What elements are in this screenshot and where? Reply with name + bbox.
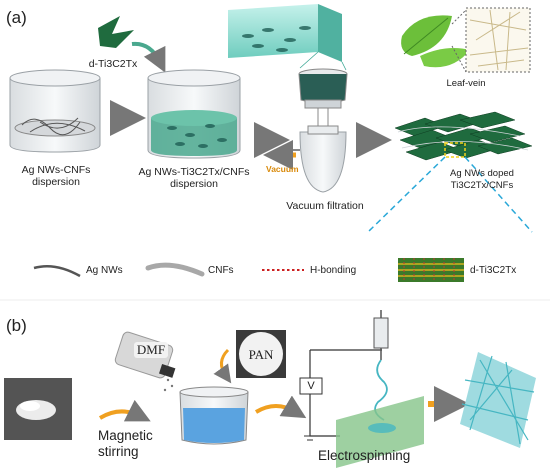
legend-hbond-label: H-bonding [310, 265, 357, 276]
legend-agnws-symbol [33, 265, 81, 278]
fiber-mat [460, 352, 536, 448]
electrospinning-label: Electrospinning [318, 448, 411, 463]
beaker2-label: Ag NWs-Ti3C2Tx/CNFs dispersion [138, 166, 250, 190]
voltage-label: V [307, 380, 315, 392]
legend-mxene-symbol [398, 258, 464, 282]
solution-beaker [179, 386, 249, 445]
stirring-arrow-in [98, 399, 151, 422]
film-label: Ag NWs doped Ti3C2Tx/CNFs [450, 168, 514, 191]
dmf-label: DMF [134, 342, 168, 358]
magnetic-stirring-label: Magnetic stirring [98, 428, 153, 459]
dti-flake-label: d-Ti3C2Tx [88, 58, 138, 70]
beaker-agnws-ti3c2tx-cnfs [147, 69, 241, 159]
dmf-bottle [114, 331, 176, 392]
stirring-arrow-out [254, 395, 307, 419]
legend [33, 258, 464, 282]
panel-b-label: (b) [6, 316, 27, 335]
pan-dish [236, 330, 286, 378]
filtration-label: Vacuum filtration [286, 200, 364, 212]
legend-agnws-label: Ag NWs [86, 265, 123, 276]
pan-powder-photo [4, 378, 72, 440]
legend-cnfs-label: CNFs [208, 265, 234, 276]
mxene-flake-icon [98, 16, 166, 73]
legend-dti-label: d-Ti3C2Tx [470, 265, 517, 276]
pan-label: PAN [248, 347, 274, 362]
electrospinning-setup [299, 310, 424, 468]
panel-a-label: (a) [6, 8, 27, 27]
vacuum-filtration-apparatus [286, 68, 348, 193]
leaf-vein-zoom [451, 7, 531, 73]
legend-cnfs-symbol [145, 262, 205, 277]
leaf-illustration [401, 15, 470, 68]
vacuum-label: Vacuum [266, 164, 299, 174]
mxene-film-stack [394, 111, 533, 161]
beaker-agnws-cnfs [9, 69, 101, 153]
membrane-zoom-box [228, 4, 347, 71]
beaker1-label: Ag NWs-CNFs dispersion [21, 164, 91, 188]
zoom-guide-lines [367, 156, 533, 233]
leaf-vein-label: Leaf-vein [446, 78, 486, 89]
pan-arrow [213, 348, 232, 384]
